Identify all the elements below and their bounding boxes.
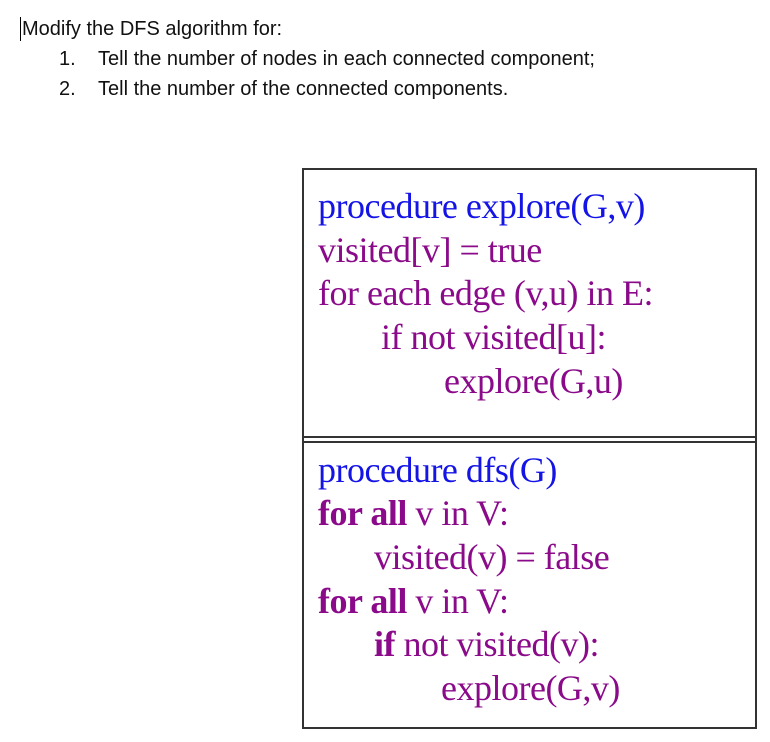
keyword: for all [318,493,407,533]
explore-header: procedure explore(G,v) [318,186,645,226]
dfs-line: explore(G,v) [441,668,620,708]
list-text: Tell the number of the connected compone… [98,78,509,100]
explore-line: if not visited[u]: [381,317,606,357]
dfs-header: procedure dfs(G) [318,450,557,490]
pseudocode-box: procedure explore(G,v) visited[v] = true… [302,168,757,729]
text-cursor [20,17,21,41]
dfs-line: for all v in V: [318,491,509,535]
explore-line: visited[v] = true [318,230,542,270]
list-number: 2. [59,78,76,100]
list-number: 1. [59,48,76,70]
explore-line: explore(G,u) [444,361,623,401]
code-text: v in V: [406,493,509,533]
keyword: if [374,624,396,664]
prompt-title: Modify the DFS algorithm for: [22,18,283,40]
dfs-line: for all v in V: [318,579,509,623]
explore-line: for each edge (v,u) in E: [318,273,654,313]
code-text: v in V: [406,581,509,621]
list-text: Tell the number of nodes in each connect… [98,48,595,70]
dfs-line: if not visited(v): [374,622,599,666]
section-divider [304,436,755,443]
code-text: not visited(v): [395,624,600,664]
keyword: for all [318,581,407,621]
dfs-line: visited(v) = false [374,537,610,577]
